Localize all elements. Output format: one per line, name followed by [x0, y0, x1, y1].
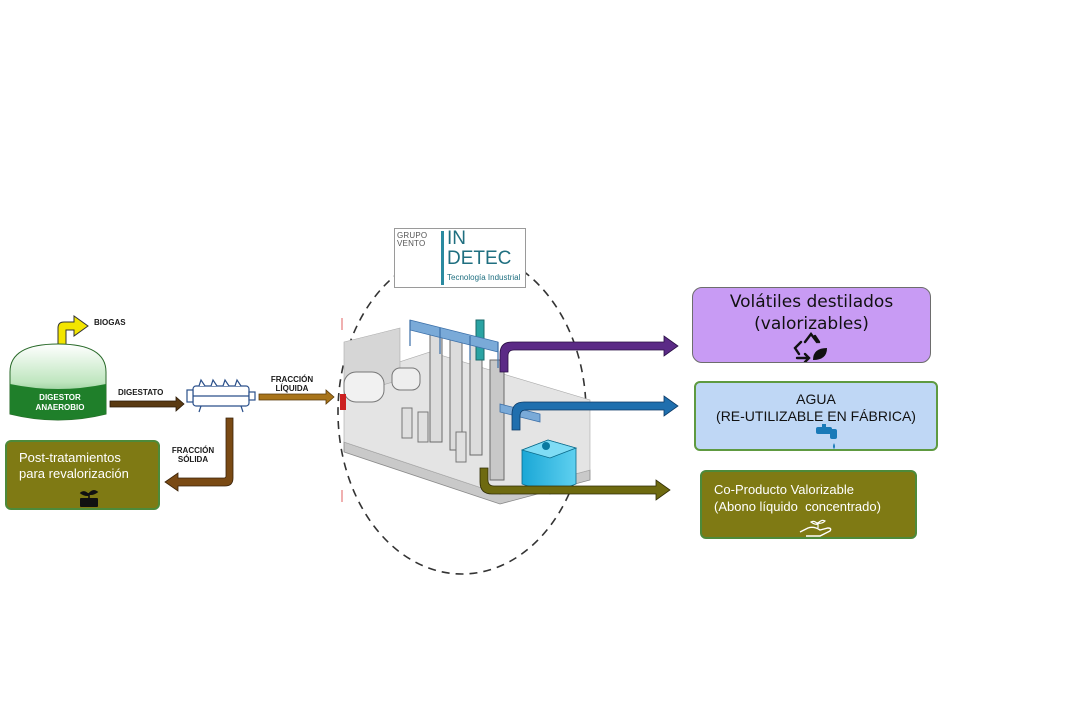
digestor-label: DIGESTOR ANAEROBIO	[35, 393, 85, 412]
biogas-label: BIOGAS	[94, 318, 126, 327]
coproducto-arrow	[479, 467, 671, 501]
volatiles-arrow	[499, 335, 679, 373]
coproducto-line2: (Abono líquido concentrado)	[714, 499, 881, 514]
digestato-label: DIGESTATO	[118, 388, 164, 397]
post-line2: para revalorización	[19, 466, 129, 481]
volatiles-line2: (valorizables)	[754, 314, 869, 334]
digestato-arrow	[109, 396, 185, 412]
plant-pot-icon	[79, 490, 99, 507]
post-line1: Post-tratamientos	[19, 450, 121, 465]
logo-in-text: IN	[447, 228, 466, 249]
agua-box: AGUA (RE-UTILIZABLE EN FÁBRICA)	[694, 381, 938, 451]
biogas-arrow	[57, 315, 89, 353]
decanter-machine	[186, 378, 256, 413]
agua-line2: (RE-UTILIZABLE EN FÁBRICA)	[716, 408, 916, 424]
fraccion-solida-label: FRACCIÓN SÓLIDA	[171, 446, 215, 464]
recycle-leaf-icon	[793, 332, 827, 362]
water-tap-icon	[816, 424, 837, 449]
fraccion-liquida-arrow	[258, 389, 335, 405]
coproducto-line1: Co-Producto Valorizable	[714, 482, 854, 497]
volatiles-box: Volátiles destilados (valorizables)	[692, 287, 931, 363]
volatiles-line1: Volátiles destilados	[729, 292, 894, 312]
agua-line1: AGUA	[796, 391, 836, 407]
logo-bar	[441, 231, 444, 285]
fraccion-liquida-label: FRACCIÓN LÍQUIDA	[270, 375, 314, 393]
hand-plant-icon	[799, 519, 832, 537]
logo-tecnologia-text: Tecnología Industrial	[447, 273, 521, 282]
logo-detec-text: DETEC	[447, 248, 512, 269]
post-tratamientos-box: Post-tratamientos para revalorización	[5, 440, 160, 510]
fraccion-solida-arrow	[164, 417, 234, 492]
agua-arrow	[511, 395, 679, 431]
digester-tank	[9, 343, 107, 421]
coproducto-box: Co-Producto Valorizable (Abono líquido c…	[700, 470, 917, 539]
